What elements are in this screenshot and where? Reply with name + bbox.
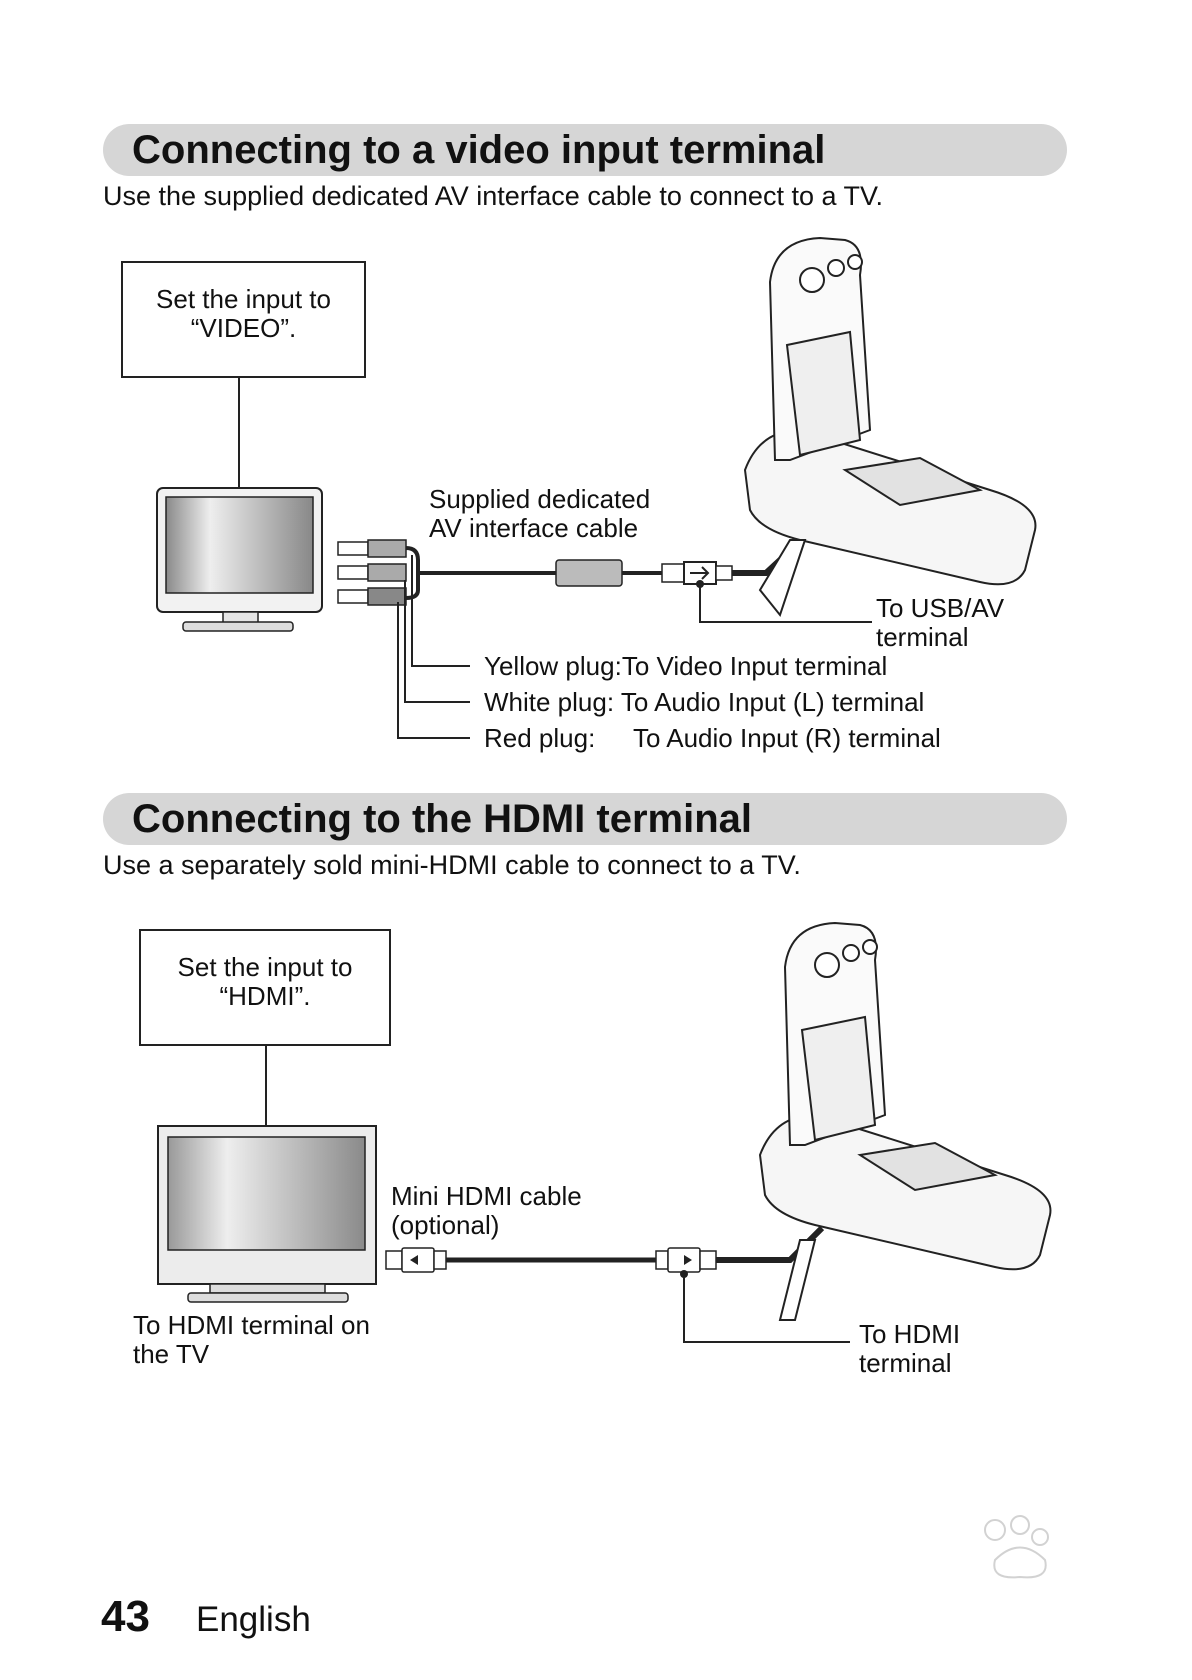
instruction-line: Set the input to: [177, 952, 353, 982]
cable-label-line: (optional): [391, 1210, 500, 1240]
baidu-logo-icon: [984, 1515, 1049, 1579]
camera-icon: [743, 236, 1037, 618]
section-title: Connecting to the HDMI terminal: [132, 797, 752, 841]
section-intro: Use a separately sold mini-HDMI cable to…: [103, 850, 801, 880]
section-header-video: Connecting to a video input terminal: [103, 124, 1067, 176]
rca-plugs-icon: [337, 539, 407, 606]
instruction-line: “VIDEO”.: [190, 313, 297, 343]
cable-label-line: AV interface cable: [429, 513, 639, 543]
instruction-line: “HDMI”.: [219, 981, 311, 1011]
plug-destination: To Video Input terminal: [621, 651, 888, 681]
instruction-line: Set the input to: [156, 284, 331, 314]
terminal-label: To USB/AV terminal: [876, 594, 1004, 652]
plug-row-white: White plug: To Audio Input (L) terminal: [484, 688, 924, 717]
tv-icon: [157, 1125, 377, 1303]
plug-row-yellow: Yellow plug:To Video Input terminal: [484, 652, 887, 681]
cable-label: Supplied dedicated AV interface cable: [429, 485, 650, 543]
camera-icon: [758, 921, 1052, 1321]
cable-label: Mini HDMI cable (optional): [391, 1182, 582, 1240]
terminal-label-line: To HDMI: [859, 1319, 961, 1349]
tv-terminal-label-line: the TV: [133, 1339, 210, 1369]
instruction-box-hdmi: Set the input to “HDMI”.: [139, 929, 391, 1046]
section-header-hdmi: Connecting to the HDMI terminal: [103, 793, 1067, 845]
page-number: 43: [101, 1592, 150, 1641]
plug-row-red: Red plug: To Audio Input (R) terminal: [484, 724, 941, 753]
section-intro: Use the supplied dedicated AV interface …: [103, 181, 884, 211]
tv-terminal-label-line: To HDMI terminal on: [133, 1310, 370, 1340]
av-connection-diagram: [156, 236, 1037, 739]
section-title: Connecting to a video input terminal: [132, 128, 826, 172]
terminal-label-line: To USB/AV: [876, 593, 1005, 623]
plug-destination: To Audio Input (R) terminal: [633, 723, 941, 753]
baidu-watermark: [845, 1505, 1135, 1655]
plug-destination: To Audio Input (L) terminal: [620, 687, 925, 717]
cable-label-line: Supplied dedicated: [429, 484, 651, 514]
cable-label-line: Mini HDMI cable: [391, 1181, 582, 1211]
instruction-box-video: Set the input to “VIDEO”.: [121, 261, 366, 378]
tv-icon: [156, 487, 323, 632]
plug-name: Yellow plug:: [484, 651, 622, 681]
terminal-label: To HDMI terminal: [859, 1320, 960, 1378]
language-label: English: [196, 1600, 311, 1639]
hdmi-connection-diagram: [157, 921, 1052, 1343]
terminal-label-line: terminal: [876, 622, 969, 652]
tv-terminal-label: To HDMI terminal on the TV: [133, 1311, 370, 1369]
terminal-label-line: terminal: [859, 1348, 952, 1378]
plug-name: White plug:: [484, 687, 615, 717]
plug-name: Red plug:: [484, 723, 596, 753]
